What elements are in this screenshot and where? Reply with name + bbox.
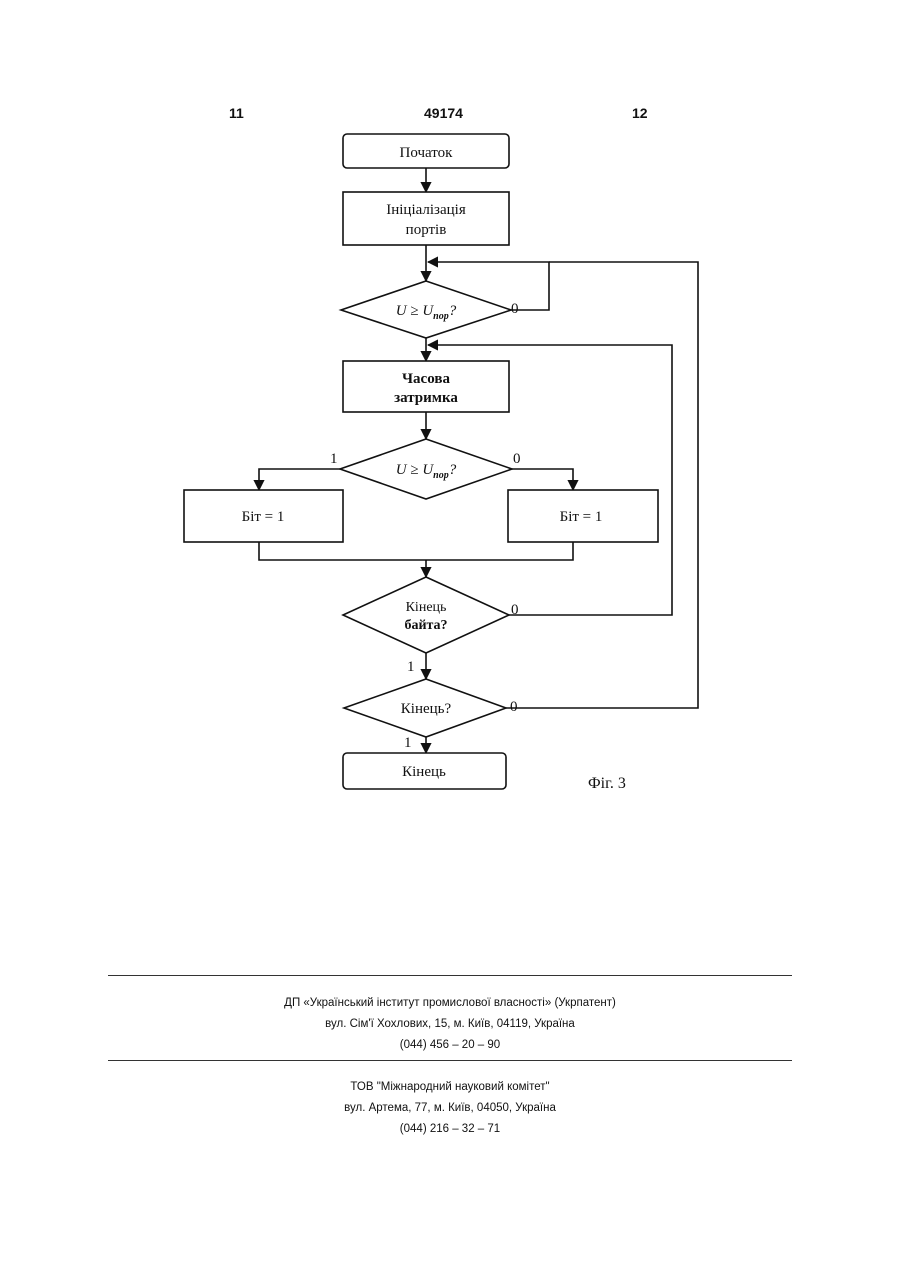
footer-divider-top [108,975,792,976]
end-terminal: Кінець [343,753,506,789]
decision4-no-label: 0 [510,699,518,715]
bit-left-label: Біт = 1 [242,509,285,525]
init-label-line1: Ініціалізація [386,202,466,218]
decision3-yes-label: 1 [407,659,415,675]
init-ports-process: Ініціалізація портів [343,192,509,245]
flowchart: Початок Ініціалізація портів U ≥ Uпор? 0… [0,0,900,820]
voltage-check-decision-2: U ≥ Uпор? 1 0 [330,439,521,499]
org2-phone: (044) 216 – 32 – 71 [0,1119,900,1140]
decision3-label-line2: байта? [404,618,447,633]
org2-address: вул. Артема, 77, м. Київ, 04050, Україна [0,1098,900,1119]
end-decision: Кінець? 0 1 [344,679,518,751]
decision2-yes-label: 1 [330,451,338,467]
decision1-label: U ≥ U [396,303,435,319]
start-terminal: Початок [343,134,509,168]
figure-label: Фіг. 3 [588,775,626,792]
decision2-no-label: 0 [513,451,521,467]
org1-address: вул. Сім'ї Хохлових, 15, м. Київ, 04119,… [0,1014,900,1035]
decision1-question: ? [449,303,457,319]
bit-right-process: Біт = 1 [508,490,658,542]
org1-name: ДП «Український інститут промислової вла… [0,993,900,1014]
footer-org2: ТОВ "Міжнародний науковий комітет" вул. … [0,1077,900,1140]
end-label: Кінець [402,764,446,780]
bit-right-label: Біт = 1 [560,509,603,525]
decision1-subscript: пор [433,311,449,322]
decision3-label-line1: Кінець [406,600,447,615]
decision3-no-label: 0 [511,602,519,618]
org2-name: ТОВ "Міжнародний науковий комітет" [0,1077,900,1098]
decision2-subscript: пор [433,470,449,481]
time-delay-process: Часова затримка [343,361,509,412]
decision1-no-label: 0 [511,301,519,317]
delay-label-line1: Часова [402,371,450,387]
decision2-label: U ≥ U [396,462,435,478]
bit-left-process: Біт = 1 [184,490,343,542]
decision4-label: Кінець? [401,701,452,717]
decision2-question: ? [449,462,457,478]
footer-org1: ДП «Український інститут промислової вла… [0,993,900,1056]
decision4-yes-label: 1 [404,735,412,751]
footer-divider-middle [108,1060,792,1061]
init-label-line2: портів [406,222,447,238]
org1-phone: (044) 456 – 20 – 90 [0,1035,900,1056]
delay-label-line2: затримка [394,390,458,406]
voltage-check-decision-1: U ≥ Uпор? 0 [341,281,519,338]
start-label: Початок [400,145,454,161]
end-of-byte-decision: Кінець байта? 0 1 [343,577,519,675]
